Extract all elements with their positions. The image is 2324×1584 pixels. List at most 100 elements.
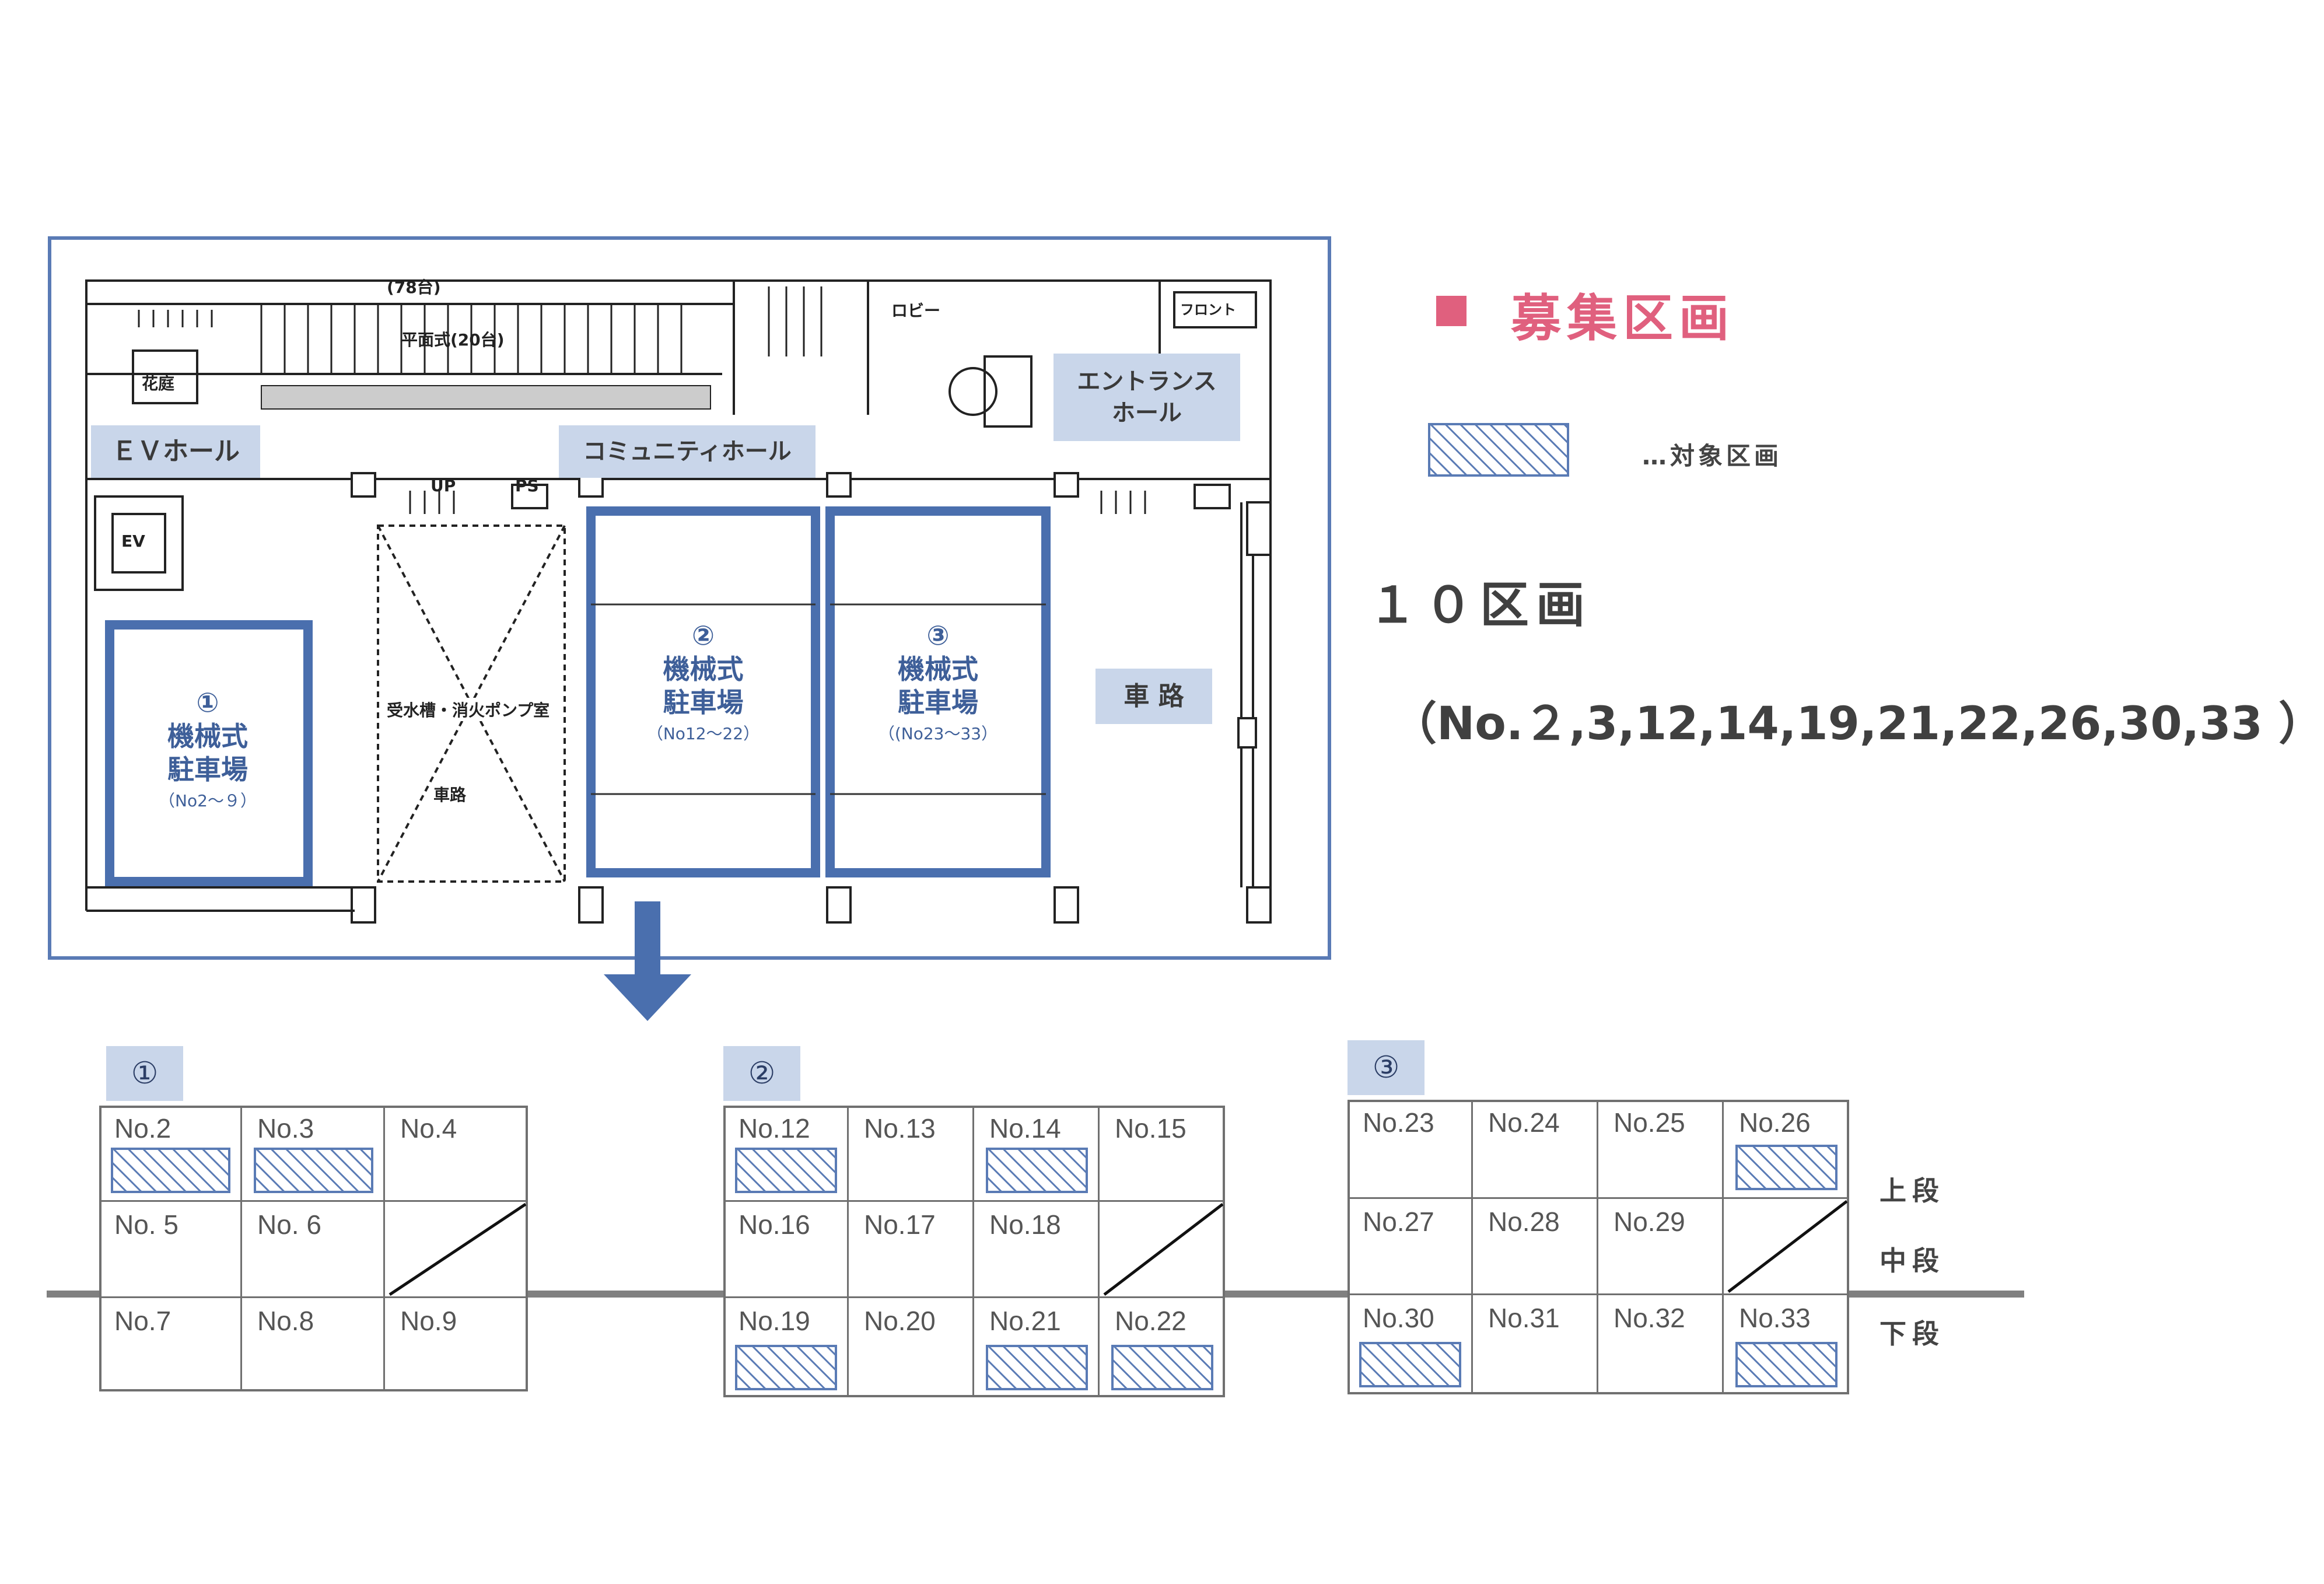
slot-number-label: No.28 bbox=[1488, 1207, 1560, 1237]
parking-slot-cell: No. 5 bbox=[99, 1202, 242, 1298]
target-hatch-icon bbox=[111, 1148, 230, 1193]
slot-number-label: No.16 bbox=[738, 1209, 810, 1240]
grid-badge-1: ① bbox=[106, 1046, 183, 1101]
parking-slot-cell: No.22 bbox=[1100, 1298, 1225, 1397]
diagonal-slash-icon bbox=[1103, 1203, 1224, 1296]
floor-plan-drawing bbox=[85, 279, 1272, 924]
parking-slot-cell: No.8 bbox=[242, 1298, 385, 1391]
diagonal-slash-line bbox=[1727, 1200, 1848, 1293]
parking-slot-cell: No.13 bbox=[849, 1106, 974, 1202]
slot-number-label: No.22 bbox=[1115, 1306, 1186, 1336]
slot-number-label: No.20 bbox=[864, 1306, 936, 1336]
area-2-range: （No12～22） bbox=[646, 723, 760, 743]
hatch-swatch-icon bbox=[1428, 423, 1569, 477]
slot-number-label: No.29 bbox=[1614, 1207, 1685, 1237]
parking-slot-cell: No.29 bbox=[1598, 1199, 1724, 1295]
parking-slot-cell: No.23 bbox=[1348, 1100, 1473, 1199]
target-number-list: （No.２,3,12,14,19,21,22,26,30,33 ） bbox=[1391, 698, 2324, 750]
ev-hall-label: ＥＶホール bbox=[91, 425, 260, 478]
target-hatch-rect bbox=[1735, 1342, 1838, 1387]
parking-slot-cell: No.25 bbox=[1598, 1100, 1724, 1199]
parking-slot-cell: No.33 bbox=[1724, 1295, 1849, 1394]
down-arrow-icon bbox=[604, 901, 691, 1021]
slot-number-label: No.31 bbox=[1488, 1303, 1560, 1333]
floor-plan-frame: (78台) 平面式(20台) ロビー フロント 花庭 EV UP PS 受水槽・… bbox=[48, 236, 1331, 960]
target-hatch-icon bbox=[1359, 1342, 1461, 1387]
diagonal-slash-icon bbox=[388, 1202, 527, 1296]
slot-number-label: No.15 bbox=[1115, 1113, 1186, 1144]
slot-number-label: No.21 bbox=[989, 1306, 1061, 1336]
slot-number-label: No.14 bbox=[989, 1113, 1061, 1144]
target-hatch-rect bbox=[1359, 1342, 1461, 1387]
community-hall-label: コミュニティホール bbox=[559, 425, 816, 478]
slot-number-label: No.9 bbox=[400, 1306, 457, 1336]
target-hatch-rect bbox=[986, 1148, 1088, 1193]
parking-slot-cell: No.12 bbox=[723, 1106, 849, 1202]
grid-badge-2: ② bbox=[723, 1046, 800, 1101]
target-hatch-icon bbox=[1735, 1145, 1838, 1190]
target-hatch-rect bbox=[1111, 1345, 1213, 1390]
slot-number-label: No.12 bbox=[738, 1113, 810, 1144]
area-1-name: 機械式 駐車場 bbox=[167, 720, 248, 786]
target-hatch-icon bbox=[735, 1148, 837, 1193]
target-hatch-icon bbox=[1735, 1342, 1838, 1387]
slot-number-label: No.27 bbox=[1363, 1207, 1434, 1237]
slot-number-label: No.25 bbox=[1614, 1107, 1685, 1138]
parking-slot-cell: No.9 bbox=[385, 1298, 528, 1391]
slot-number-label: No.23 bbox=[1363, 1107, 1434, 1138]
target-hatch-rect bbox=[735, 1148, 837, 1193]
parking-area-3: ③ 機械式 駐車場 （(No23～33） bbox=[836, 619, 1040, 744]
slot-number-label: No.4 bbox=[400, 1113, 457, 1144]
area-1-range: （No2～９） bbox=[159, 791, 257, 810]
slot-number-label: No.18 bbox=[989, 1209, 1061, 1240]
target-hatch-rect bbox=[1735, 1145, 1838, 1190]
front-label: フロント bbox=[1180, 302, 1236, 318]
target-hatch-icon bbox=[1111, 1345, 1213, 1390]
parking-slot-cell: No.26 bbox=[1724, 1100, 1849, 1199]
target-area-legend-label: …対象区画 bbox=[1642, 442, 1783, 470]
parking-slot-cell: No.24 bbox=[1473, 1100, 1598, 1199]
parking-slot-cell: No.7 bbox=[99, 1298, 242, 1391]
road-label: 車 路 bbox=[1096, 669, 1212, 724]
slot-number-label: No.17 bbox=[864, 1209, 936, 1240]
area-2-number: ② bbox=[692, 620, 715, 651]
parking-slot-cell: No.18 bbox=[974, 1202, 1100, 1298]
slot-number-label: No.2 bbox=[114, 1113, 172, 1144]
diagonal-slash-icon bbox=[1727, 1200, 1848, 1293]
target-hatch-icon bbox=[735, 1345, 837, 1390]
slot-number-label: No.3 bbox=[257, 1113, 314, 1144]
slot-number-label: No.7 bbox=[114, 1306, 172, 1336]
parking-slot-cell: No.30 bbox=[1348, 1295, 1473, 1394]
ps-label: PS bbox=[515, 476, 539, 495]
target-hatch-rect bbox=[986, 1345, 1088, 1390]
parking-slot-cell: No.19 bbox=[723, 1298, 849, 1397]
diagonal-slash-line bbox=[1103, 1203, 1224, 1296]
tier-upper-label: 上段 bbox=[1880, 1175, 1945, 1207]
up-label: UP bbox=[430, 476, 456, 495]
area-3-name: 機械式 駐車場 bbox=[898, 653, 978, 719]
target-hatch-icon bbox=[254, 1148, 373, 1193]
target-hatch-icon bbox=[986, 1148, 1088, 1193]
area-1-number: ① bbox=[196, 687, 219, 718]
slot-number-label: No.13 bbox=[864, 1113, 936, 1144]
slot-number-label: No. 6 bbox=[257, 1209, 321, 1240]
target-hatch-rect bbox=[111, 1148, 230, 1193]
parking-area-1: ① 機械式 駐車場 （No2～９） bbox=[114, 686, 301, 811]
slot-number-label: No.24 bbox=[1488, 1107, 1560, 1138]
parking-slot-cell: No.31 bbox=[1473, 1295, 1598, 1394]
parking-slot-cell: No.20 bbox=[849, 1298, 974, 1397]
tier-lower-label: 下段 bbox=[1880, 1318, 1945, 1349]
entrance-hall-label: エントランス ホール bbox=[1054, 354, 1240, 441]
empty-slot-cell bbox=[1100, 1202, 1225, 1298]
parking-slot-cell: No.21 bbox=[974, 1298, 1100, 1397]
parking-slot-cell: No.17 bbox=[849, 1202, 974, 1298]
parking-count-label: (78台) bbox=[387, 278, 441, 297]
slot-number-label: No.19 bbox=[738, 1306, 810, 1336]
legend-bullet-square-icon bbox=[1436, 296, 1466, 326]
lobby-label: ロビー bbox=[891, 301, 941, 320]
target-hatch-icon bbox=[986, 1345, 1088, 1390]
parking-area-2: ② 機械式 駐車場 （No12～22） bbox=[597, 619, 810, 744]
